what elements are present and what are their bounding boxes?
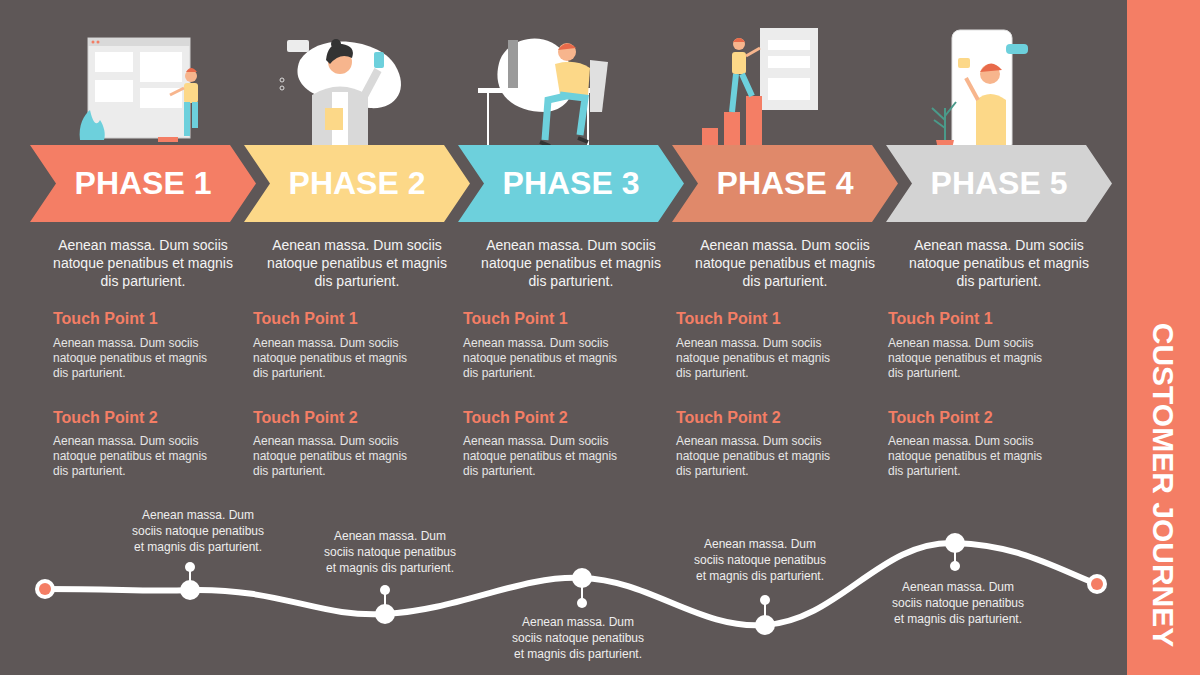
touch-point-heading: Touch Point 2 xyxy=(253,409,423,427)
phase-description: Aenean massa. Dum sociis natoque penatib… xyxy=(693,236,877,290)
touch-point-heading: Touch Point 2 xyxy=(888,409,1058,427)
touch-point-heading: Touch Point 2 xyxy=(676,409,846,427)
phase3-illustration xyxy=(478,39,608,146)
phase-chevron: PHASE 2 xyxy=(244,145,470,222)
touch-point-text: Aenean massa. Dum sociis natoque penatib… xyxy=(53,336,209,381)
touch-point-text: Aenean massa. Dum sociis natoque penatib… xyxy=(888,336,1044,381)
touch-point-text: Aenean massa. Dum sociis natoque penatib… xyxy=(53,434,209,479)
phase-description: Aenean massa. Dum sociis natoque penatib… xyxy=(479,236,663,290)
phase2-illustration xyxy=(280,39,401,150)
phase-chevron: PHASE 4 xyxy=(672,145,898,222)
touch-point-heading: Touch Point 1 xyxy=(676,310,846,328)
phase-description: Aenean massa. Dum sociis natoque penatib… xyxy=(907,236,1091,290)
touch-point-heading: Touch Point 2 xyxy=(463,409,633,427)
page-title: CUSTOMER JOURNEY xyxy=(1146,323,1180,648)
phase1-illustration xyxy=(80,38,198,142)
touch-point-text: Aenean massa. Dum sociis natoque penatib… xyxy=(888,434,1044,479)
timeline-note: Aenean massa. Dum sociis natoque penatib… xyxy=(318,528,462,576)
touch-point-heading: Touch Point 1 xyxy=(463,310,633,328)
touch-point-text: Aenean massa. Dum sociis natoque penatib… xyxy=(676,336,832,381)
phase-label: PHASE 3 xyxy=(458,145,684,222)
touch-point-text: Aenean massa. Dum sociis natoque penatib… xyxy=(253,336,409,381)
timeline-note: Aenean massa. Dum sociis natoque penatib… xyxy=(506,614,650,662)
phase-chevron: PHASE 3 xyxy=(458,145,684,222)
phase-label: PHASE 4 xyxy=(672,145,898,222)
phase-description: Aenean massa. Dum sociis natoque penatib… xyxy=(51,236,235,290)
phase-chevron: PHASE 5 xyxy=(886,145,1112,222)
timeline-note: Aenean massa. Dum sociis natoque penatib… xyxy=(886,579,1030,627)
touch-point-text: Aenean massa. Dum sociis natoque penatib… xyxy=(676,434,832,479)
touch-point-heading: Touch Point 1 xyxy=(253,310,423,328)
phase4-illustration xyxy=(702,28,818,148)
touch-point-text: Aenean massa. Dum sociis natoque penatib… xyxy=(463,336,619,381)
phase-label: PHASE 1 xyxy=(30,145,256,222)
timeline-note: Aenean massa. Dum sociis natoque penatib… xyxy=(126,507,270,555)
touch-point-heading: Touch Point 2 xyxy=(53,409,223,427)
timeline-note: Aenean massa. Dum sociis natoque penatib… xyxy=(688,536,832,584)
phase-description: Aenean massa. Dum sociis natoque penatib… xyxy=(265,236,449,290)
phase-label: PHASE 2 xyxy=(244,145,470,222)
phase-chevron: PHASE 1 xyxy=(30,145,256,222)
phase-label: PHASE 5 xyxy=(886,145,1112,222)
phase5-illustration xyxy=(932,30,1028,158)
touch-point-text: Aenean massa. Dum sociis natoque penatib… xyxy=(253,434,409,479)
touch-point-heading: Touch Point 1 xyxy=(888,310,1058,328)
touch-point-heading: Touch Point 1 xyxy=(53,310,223,328)
touch-point-text: Aenean massa. Dum sociis natoque penatib… xyxy=(463,434,619,479)
